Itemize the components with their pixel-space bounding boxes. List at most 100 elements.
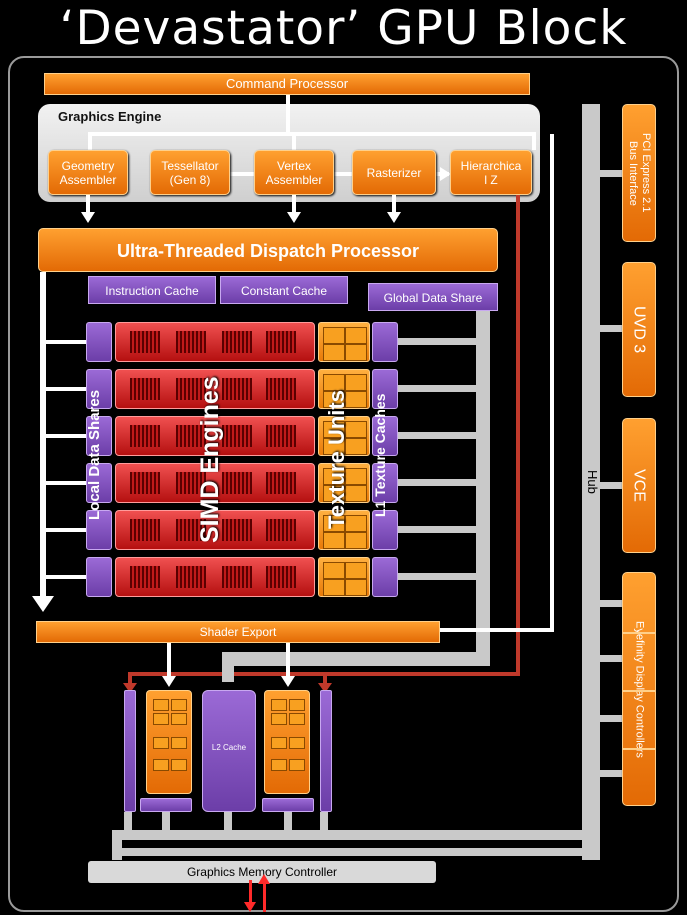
vce-label: VCE	[630, 469, 648, 502]
texture-cell	[323, 485, 345, 502]
red-wire	[323, 672, 327, 686]
l2-cache: L2 Cache	[202, 690, 256, 812]
l1-texture-cache	[372, 322, 398, 362]
rop-cell	[153, 699, 169, 711]
texture-unit	[318, 322, 370, 362]
memory-bus-tap	[320, 812, 328, 830]
geometry-assembler-label: Geometry Assembler	[59, 158, 117, 187]
texture-cell	[323, 562, 345, 579]
eyefinity-display-controllers: Eyefinity Display Controllers	[622, 572, 656, 806]
l1-texture-cache	[372, 416, 398, 456]
simd-engines-label: SIMD Engines	[196, 376, 224, 544]
instruction-cache: Instruction Cache	[88, 276, 216, 304]
l1-link	[398, 573, 476, 580]
rop-cell	[153, 737, 169, 749]
hub-connector	[600, 770, 622, 777]
rop-cell	[271, 737, 287, 749]
texture-unit	[318, 510, 370, 550]
texture-cell	[345, 485, 367, 502]
texture-cell	[323, 515, 345, 532]
texture-units-label: Texture Units	[324, 390, 349, 530]
wire	[44, 387, 86, 391]
arrow-down-icon	[81, 212, 95, 223]
wire	[228, 172, 258, 176]
rbe-left-base	[140, 798, 192, 812]
command-processor: Command Processor	[44, 73, 530, 95]
rop-cell	[271, 699, 287, 711]
wire	[86, 195, 90, 213]
texture-cell	[323, 532, 345, 549]
simd-engine-row	[115, 416, 315, 456]
wire	[88, 132, 536, 136]
vertex-assembler-label: Vertex Assembler	[265, 158, 323, 187]
wire	[440, 628, 554, 632]
pcie-line-1: PCI Express 2.1	[640, 133, 652, 213]
l1-link	[398, 385, 476, 392]
texture-cell	[345, 344, 367, 361]
wire	[392, 195, 396, 213]
eyefinity-divider	[622, 690, 656, 692]
hub-bus	[582, 104, 600, 860]
rop-cell	[153, 713, 169, 725]
l1-link	[398, 338, 476, 345]
hub-connector	[600, 600, 622, 607]
simd-cell	[176, 566, 206, 588]
simd-cell	[266, 472, 296, 494]
global-data-share: Global Data Share	[368, 283, 498, 311]
wire	[550, 134, 554, 632]
texture-unit	[318, 463, 370, 503]
simd-cell	[222, 331, 252, 353]
texture-cell	[345, 562, 367, 579]
rop-cell	[289, 699, 305, 711]
vce-block: VCE	[622, 418, 656, 553]
arrow-down-icon	[387, 212, 401, 223]
wire	[286, 95, 290, 135]
texture-cell	[345, 391, 367, 408]
wire	[40, 272, 46, 598]
diagram-title: ‘Devastator’ GPU Block Diagram	[59, 1, 628, 114]
simd-cell	[130, 425, 160, 447]
rop-cell	[289, 737, 305, 749]
arrow-down-icon	[287, 212, 301, 223]
texture-cell	[345, 515, 367, 532]
arrow-down-icon	[318, 683, 332, 693]
rop-cell	[271, 759, 287, 771]
local-data-share	[86, 416, 112, 456]
texture-cell	[323, 579, 345, 596]
simd-cell	[266, 331, 296, 353]
texture-cell	[323, 438, 345, 455]
simd-cell	[130, 519, 160, 541]
geometry-assembler: Geometry Assembler	[48, 150, 128, 195]
local-data-share	[86, 369, 112, 409]
simd-cell	[176, 519, 206, 541]
l1-bus	[222, 652, 490, 666]
memory-bus-tap	[124, 812, 132, 830]
rop-cell	[289, 759, 305, 771]
simd-cell	[222, 519, 252, 541]
wire	[44, 434, 86, 438]
simd-cell	[130, 378, 160, 400]
texture-unit	[318, 557, 370, 597]
texture-cell	[323, 344, 345, 361]
wire	[88, 132, 92, 152]
hierarchical-z-label: Hierarchica l Z	[460, 158, 522, 187]
rop-cell	[171, 713, 187, 725]
rbe-right-bar	[320, 690, 332, 812]
texture-cell	[345, 327, 367, 344]
arrow-down-icon	[244, 902, 256, 912]
uvd3-label: UVD 3	[630, 305, 648, 354]
texture-cell	[345, 421, 367, 438]
rasterizer-label: Rasterizer	[366, 165, 422, 180]
simd-cell	[266, 425, 296, 447]
memory-bus-tap	[284, 812, 292, 830]
simd-cell	[176, 425, 206, 447]
l1-link	[398, 479, 476, 486]
arrow-right-icon	[440, 167, 451, 181]
simd-cell	[222, 472, 252, 494]
simd-cell	[266, 566, 296, 588]
red-wire	[516, 195, 520, 675]
rbe-left-bar	[124, 690, 136, 812]
wire	[332, 172, 354, 176]
texture-cell	[345, 468, 367, 485]
